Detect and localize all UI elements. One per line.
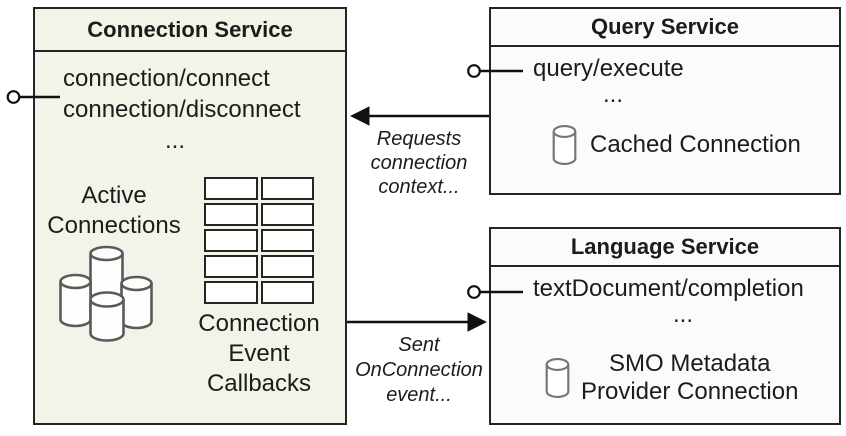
connection-event-callbacks-label: Connection Event Callbacks: [198, 310, 320, 397]
database-cylinder-icon: [545, 358, 570, 398]
methods-ellipsis: ...: [164, 127, 185, 154]
smo-metadata-provider-label: SMO Metadata Provider Connection: [581, 350, 799, 405]
table-cell: [260, 281, 314, 304]
method-connection-connect: connection/connect: [63, 65, 270, 92]
table-cell: [204, 177, 258, 200]
active-connections-label: Active Connections: [47, 182, 181, 239]
method-textdocument-completion: textDocument/completion: [533, 275, 804, 302]
connection-callbacks-table: [204, 177, 314, 304]
table-cell: [204, 229, 258, 252]
database-cylinder-icon: [552, 125, 577, 165]
requests-connection-context-label: Requests connection context...: [370, 128, 468, 198]
table-cell: [260, 203, 314, 226]
table-cell: [204, 203, 258, 226]
table-cell: [260, 229, 314, 252]
methods-ellipsis: ...: [672, 301, 693, 328]
query-service-title: Query Service: [491, 9, 839, 47]
table-cell: [204, 255, 258, 278]
method-query-execute: query/execute: [533, 55, 684, 82]
connection-service-title: Connection Service: [35, 9, 345, 52]
connection-service-box: Connection Service connection/connect co…: [33, 7, 347, 425]
language-service-methods: textDocument/completion ...: [533, 276, 833, 328]
language-service-box: Language Service textDocument/completion…: [489, 227, 841, 425]
cached-connection-label: Cached Connection: [590, 131, 801, 158]
cached-connection-row: Cached Connection: [551, 124, 801, 166]
language-service-title: Language Service: [491, 229, 839, 267]
table-cell: [204, 281, 258, 304]
query-service-box: Query Service query/execute ... Cached C…: [489, 7, 841, 195]
sent-onconnection-event-label: Sent OnConnection event...: [355, 334, 483, 406]
active-connections-cylinders-icon: [59, 245, 153, 342]
smo-metadata-row: SMO Metadata Provider Connection: [544, 350, 798, 406]
query-service-methods: query/execute ...: [533, 56, 693, 108]
table-cell: [260, 177, 314, 200]
method-connection-disconnect: connection/disconnect: [63, 96, 301, 123]
methods-ellipsis: ...: [602, 81, 623, 108]
table-cell: [260, 255, 314, 278]
connection-service-methods: connection/connect connection/disconnect…: [63, 63, 301, 156]
